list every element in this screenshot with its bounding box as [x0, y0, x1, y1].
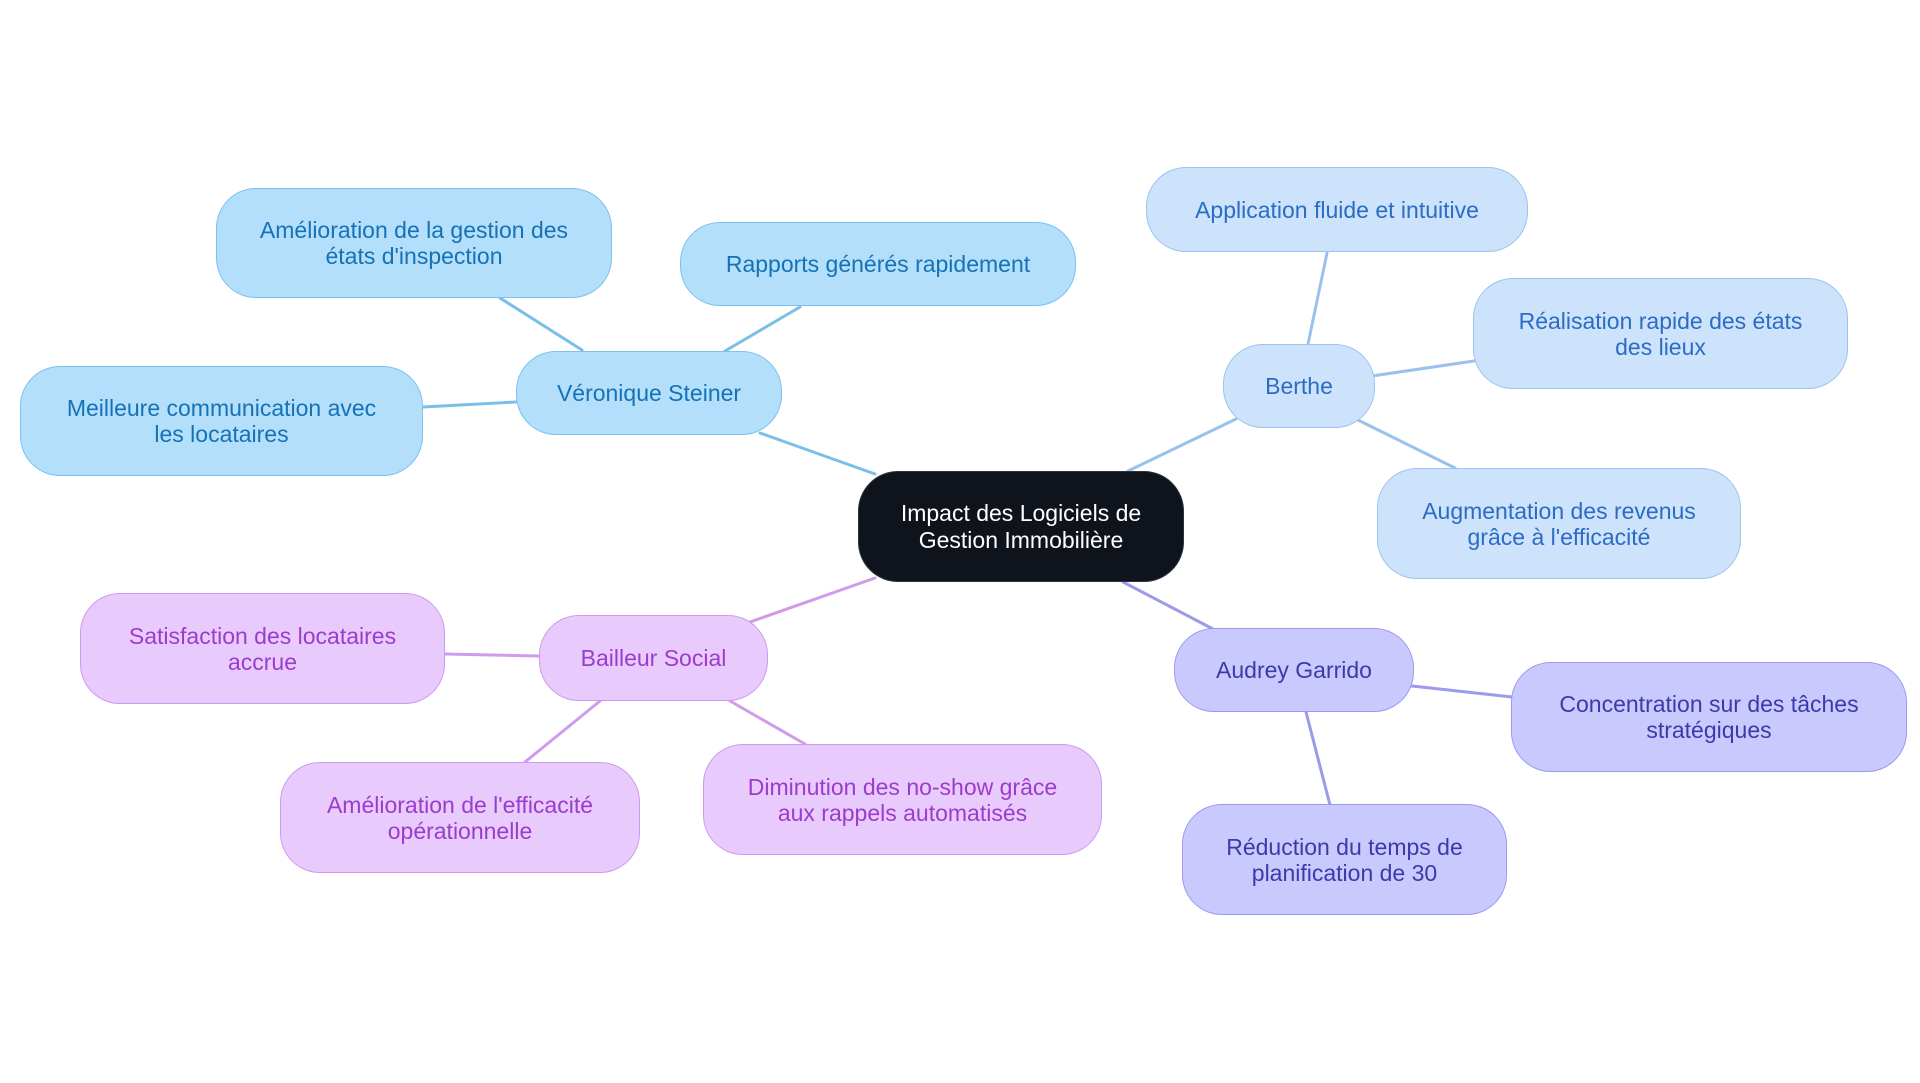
edge-veronique — [758, 431, 877, 476]
edge-berthe — [1126, 417, 1238, 473]
branch-node-bailleur: Bailleur Social — [539, 615, 768, 701]
leaf-node-rapports: Rapports générés rapidement — [680, 222, 1076, 306]
leaf-node-satisfaction: Satisfaction des locataires accrue — [80, 593, 445, 704]
leaf-node-rapports-label: Rapports générés rapidement — [725, 251, 1031, 277]
branch-node-veronique: Véronique Steiner — [516, 351, 782, 435]
leaf-node-revenus-label: Augmentation des revenus grâce à l'effic… — [1422, 497, 1696, 550]
branch-node-berthe-label: Berthe — [1265, 373, 1333, 399]
leaf-node-efficacite: Amélioration de l'efficacité opérationne… — [280, 762, 640, 873]
leaf-node-efficacite-label: Amélioration de l'efficacité opérationne… — [326, 791, 594, 844]
leaf-node-concentration-label: Concentration sur des tâches stratégique… — [1559, 691, 1859, 743]
leaf-node-gestion-etats: Amélioration de la gestion des états d'i… — [216, 188, 612, 298]
leaf-node-satisfaction-label: Satisfaction des locataires accrue — [128, 622, 397, 675]
branch-node-berthe: Berthe — [1223, 344, 1375, 428]
leaf-node-noshow-label: Diminution des no-show grâce aux rappels… — [747, 773, 1058, 826]
edge-rapports — [723, 305, 802, 353]
leaf-node-application: Application fluide et intuitive — [1146, 167, 1528, 252]
edge-concentration — [1410, 684, 1514, 699]
edge-bailleur — [748, 576, 877, 624]
branch-node-veronique-label: Véronique Steiner — [556, 380, 742, 406]
edge-application — [1306, 251, 1329, 346]
leaf-node-etats-lieux-label: Réalisation rapide des états des lieux — [1518, 307, 1803, 360]
edge-revenus — [1356, 418, 1457, 470]
edge-satisfaction — [443, 652, 541, 658]
leaf-node-communication-label: Meilleure communication avec les locatai… — [66, 395, 377, 447]
leaf-node-planification-label: Réduction du temps de planification de 3… — [1226, 833, 1463, 886]
leaf-node-etats-lieux: Réalisation rapide des états des lieux — [1473, 278, 1848, 389]
branch-node-audrey-label: Audrey Garrido — [1216, 657, 1372, 683]
leaf-node-gestion-etats-label: Amélioration de la gestion des états d'i… — [259, 217, 569, 269]
edge-noshow — [728, 699, 807, 746]
edge-audrey — [1121, 580, 1215, 631]
edge-planification — [1304, 710, 1332, 807]
leaf-node-application-label: Application fluide et intuitive — [1195, 196, 1479, 223]
edges-layer — [421, 251, 1514, 807]
leaf-node-communication: Meilleure communication avec les locatai… — [20, 366, 423, 476]
edge-gestion-etats — [498, 296, 584, 352]
root-node: Impact des Logiciels de Gestion Immobili… — [858, 471, 1184, 582]
branch-node-audrey: Audrey Garrido — [1174, 628, 1414, 712]
edge-communication — [421, 400, 518, 409]
leaf-node-revenus: Augmentation des revenus grâce à l'effic… — [1377, 468, 1741, 579]
edge-efficacite — [523, 699, 602, 764]
root-node-label: Impact des Logiciels de Gestion Immobili… — [900, 499, 1142, 553]
branch-node-bailleur-label: Bailleur Social — [580, 645, 727, 671]
leaf-node-concentration: Concentration sur des tâches stratégique… — [1511, 662, 1907, 772]
edge-etats-lieux — [1370, 359, 1476, 378]
leaf-node-planification: Réduction du temps de planification de 3… — [1182, 804, 1507, 915]
leaf-node-noshow: Diminution des no-show grâce aux rappels… — [703, 744, 1102, 855]
